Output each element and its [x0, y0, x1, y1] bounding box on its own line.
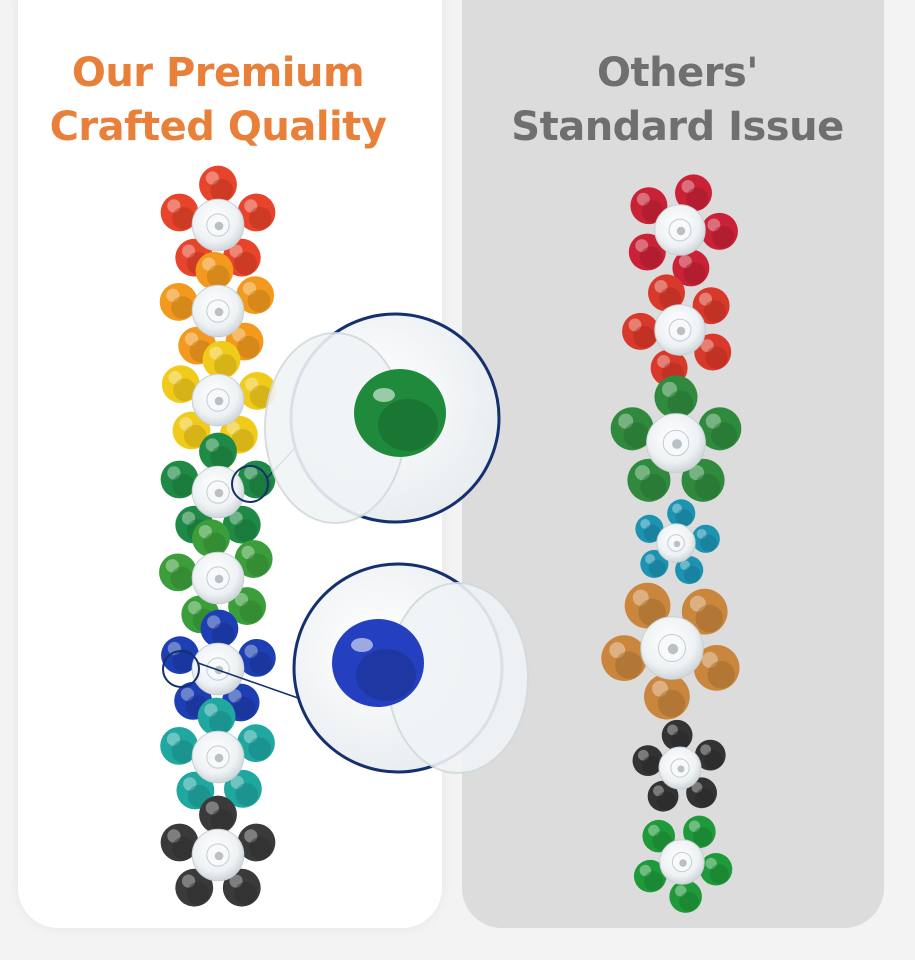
- premium-flower: [160, 795, 276, 907]
- standard-heading: Others' Standard Issue: [480, 46, 875, 154]
- premium-heading-line2: Crafted Quality: [49, 104, 387, 150]
- premium-heading-line1: Our Premium: [71, 50, 365, 96]
- standard-flower: [601, 582, 740, 720]
- standard-flower: [635, 499, 720, 585]
- premium-flower: [160, 165, 276, 277]
- premium-flower-column: [159, 165, 277, 907]
- zoom-callouts: [162, 312, 529, 774]
- green-bead-zoom-callout: [231, 312, 501, 524]
- standard-flower: [610, 375, 742, 502]
- standard-flower: [622, 274, 732, 387]
- standard-flower: [633, 815, 733, 913]
- standard-heading-line1: Others': [596, 50, 759, 96]
- premium-flower: [159, 251, 275, 365]
- premium-flower: [159, 519, 273, 634]
- standard-flower: [632, 719, 726, 812]
- premium-heading: Our Premium Crafted Quality: [18, 46, 418, 154]
- premium-flower: [160, 432, 276, 544]
- standard-heading-line2: Standard Issue: [511, 104, 844, 150]
- standard-flower: [628, 174, 738, 287]
- premium-flower: [160, 697, 275, 810]
- premium-flower: [161, 609, 276, 722]
- standard-flower-column: [601, 174, 742, 913]
- blue-bead-zoom-callout: [162, 562, 529, 774]
